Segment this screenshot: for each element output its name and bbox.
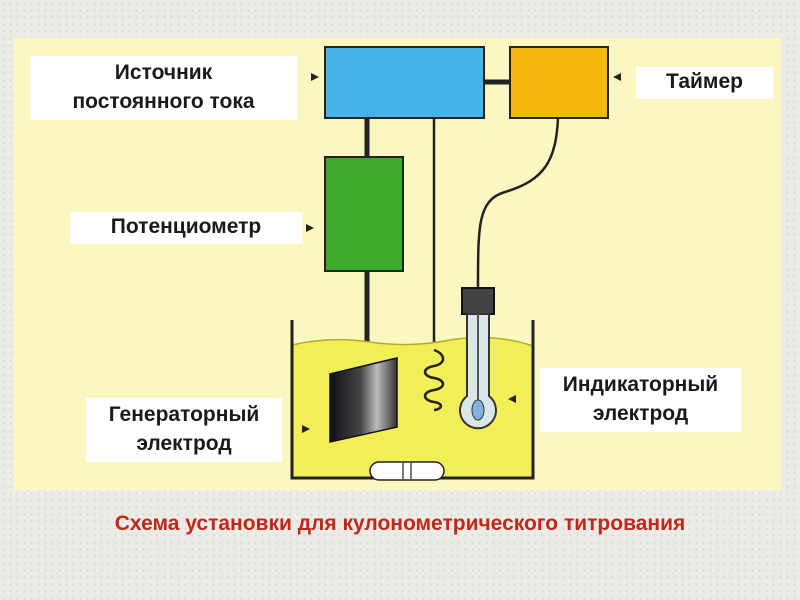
- indicator-electrode-bulb: [471, 399, 485, 421]
- label-potentiometer-text: Потенциометр: [110, 215, 262, 238]
- arrow-indicator: [508, 395, 516, 403]
- diagram-caption: Схема установки для кулонометрического т…: [114, 512, 686, 535]
- indicator-electrode-cap: [461, 287, 495, 315]
- label-timer-text: Таймер: [666, 70, 743, 93]
- generator-electrode-plate: [329, 357, 398, 443]
- label-source-text: Источник постоянного тока: [72, 61, 255, 113]
- label-indicator-electrode: Индикаторный электрод: [540, 368, 741, 432]
- timer-box: [509, 46, 609, 119]
- arrow-timer: [613, 73, 621, 81]
- label-generator-electrode: Генераторный электрод: [86, 398, 282, 462]
- wire-timer-indicator: [476, 117, 560, 289]
- arrow-source: [311, 73, 319, 81]
- label-source: Источник постоянного тока: [30, 56, 297, 120]
- label-potentiometer: Потенциометр: [70, 212, 302, 244]
- label-generator-electrode-text: Генераторный электрод: [108, 403, 260, 455]
- solution: [292, 337, 533, 478]
- source-box: [324, 46, 485, 119]
- arrow-potentiometer: [306, 224, 314, 232]
- solution-surface: [291, 336, 534, 347]
- stir-bar: [369, 461, 445, 481]
- label-timer: Таймер: [636, 67, 773, 99]
- auxiliary-spiral-electrode: [423, 348, 445, 412]
- potentiometer-box: [324, 156, 404, 272]
- label-indicator-electrode-text: Индикаторный электрод: [562, 373, 719, 425]
- arrow-generator: [302, 425, 310, 433]
